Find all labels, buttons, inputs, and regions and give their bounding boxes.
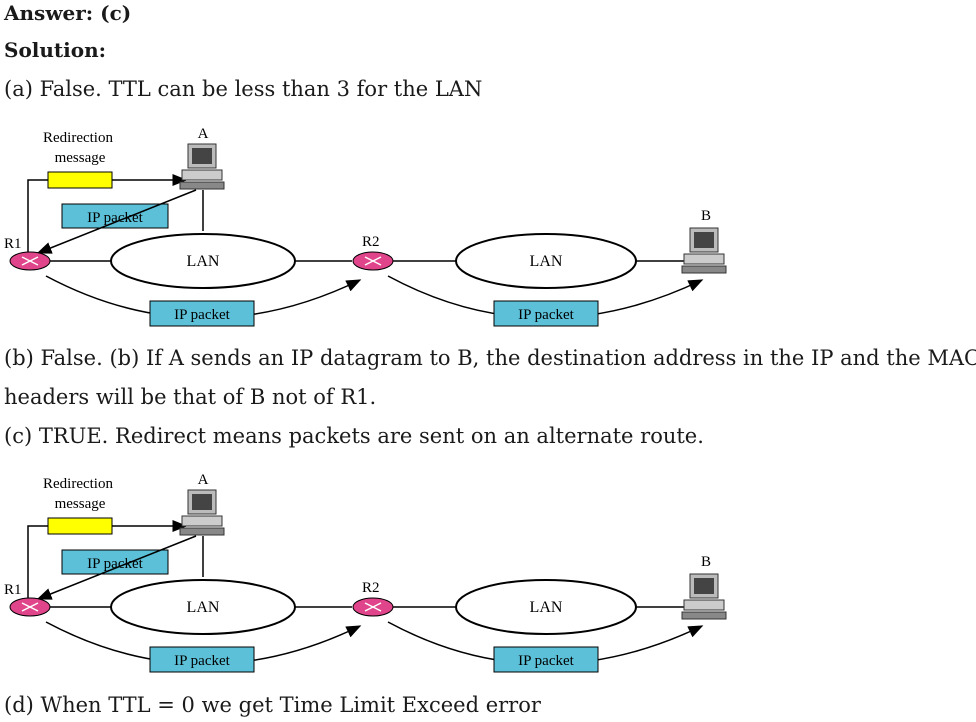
packet-arrow	[36, 535, 197, 600]
lan-label: LAN	[187, 253, 220, 270]
router-r2-label: R2	[362, 234, 380, 250]
option-a-text: (a) False. TTL can be less than 3 for th…	[4, 77, 483, 101]
ip-packet-label: IP packet	[518, 653, 575, 669]
computer-icon	[179, 489, 225, 536]
lan-label: LAN	[530, 599, 563, 616]
option-b-text-cont: headers will be that of B not of R1.	[4, 385, 377, 409]
redirect-path	[27, 179, 48, 253]
redirect-path	[27, 525, 48, 599]
network-diagram-1: Redirection message A IP packet R1 LAN R…	[0, 118, 760, 338]
ip-packet-label: IP packet	[174, 307, 231, 323]
answer-heading: Answer: (c)	[4, 1, 132, 25]
option-d-text: (d) When TTL = 0 we get Time Limit Excee…	[4, 693, 541, 717]
solution-heading: Solution:	[4, 38, 107, 62]
network-diagram-2: Redirection message A IP packet R1 LAN R…	[0, 464, 760, 684]
ip-packet-box	[149, 300, 255, 327]
ip-packet-label: IP packet	[87, 210, 144, 226]
computer-icon	[179, 143, 225, 190]
computer-icon	[681, 227, 727, 274]
packet-arrow	[36, 189, 197, 254]
network-diagram-svg: Redirection message A IP packet R1 LAN R…	[4, 472, 727, 673]
ip-packet-label: IP packet	[87, 556, 144, 572]
router-r1-label: R1	[4, 236, 22, 252]
ip-packet-box	[493, 646, 599, 673]
lan-label: LAN	[187, 599, 220, 616]
redirection-message-box	[47, 171, 113, 189]
host-a-label: A	[198, 126, 209, 142]
host-a-label: A	[198, 472, 209, 488]
redirection-label: Redirection	[43, 476, 113, 492]
option-c-text: (c) TRUE. Redirect means packets are sen…	[4, 424, 704, 448]
host-b-label: B	[701, 208, 711, 224]
ip-packet-label: IP packet	[174, 653, 231, 669]
ip-packet-box	[149, 646, 255, 673]
redirection-label: message	[55, 150, 106, 166]
redirection-label: message	[55, 496, 106, 512]
router-r2-label: R2	[362, 580, 380, 596]
option-b-text: (b) False. (b) If A sends an IP datagram…	[4, 346, 976, 370]
router-r1-label: R1	[4, 582, 22, 598]
host-b-label: B	[701, 554, 711, 570]
ip-packet-label: IP packet	[518, 307, 575, 323]
ip-packet-box	[493, 300, 599, 327]
computer-icon	[681, 573, 727, 620]
lan-label: LAN	[530, 253, 563, 270]
redirection-label: Redirection	[43, 130, 113, 146]
redirection-message-box	[47, 517, 113, 535]
network-diagram-svg: Redirection message A IP packet R1 LAN R…	[4, 126, 727, 327]
